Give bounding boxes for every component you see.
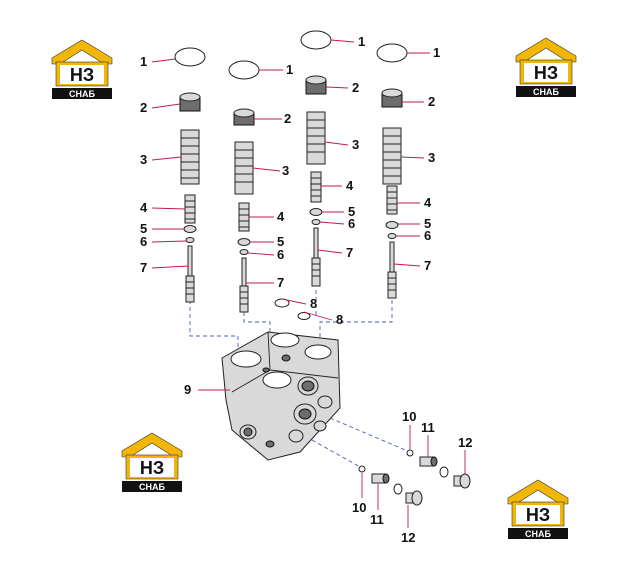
spring-part-3 (382, 127, 402, 185)
plug-part-11 (419, 456, 438, 467)
washer-part-5 (309, 208, 323, 216)
callout-8: 8 (310, 296, 317, 311)
callout-3: 3 (428, 150, 435, 165)
callout-1: 1 (286, 62, 293, 77)
seal-part-2 (381, 88, 403, 108)
callout-7: 7 (277, 275, 284, 290)
small-spring-part-4 (238, 202, 250, 232)
callout-5: 5 (424, 216, 431, 231)
o-ring-part-1 (228, 60, 260, 80)
callout-7: 7 (140, 260, 147, 275)
small-spring-part-4 (184, 194, 196, 224)
callout-1: 1 (433, 45, 440, 60)
callout-5: 5 (277, 234, 284, 249)
callout-3: 3 (352, 137, 359, 152)
callout-2: 2 (352, 80, 359, 95)
ring-part-6 (387, 233, 397, 239)
callout-6: 6 (140, 234, 147, 249)
callout-6: 6 (424, 228, 431, 243)
spring-part-3 (234, 141, 254, 195)
callout-3: 3 (282, 163, 289, 178)
callout-4: 4 (277, 209, 285, 224)
logo-top-text: НЗ (140, 458, 164, 478)
spring-part-3 (306, 111, 326, 165)
logo-top-text: НЗ (534, 63, 558, 83)
leader-lines (151, 39, 466, 528)
fittings-upper (406, 449, 471, 489)
o-ring-part-1 (376, 43, 408, 63)
seal-part-2 (305, 75, 327, 95)
callout-11: 11 (370, 512, 384, 527)
ring-part-6 (311, 219, 321, 225)
spool-part-7 (387, 241, 397, 299)
ring-part-6 (185, 237, 195, 243)
callout-4: 4 (424, 195, 432, 210)
callout-11: 11 (421, 420, 435, 435)
callout-1: 1 (358, 34, 365, 49)
callout-5: 5 (140, 221, 147, 236)
spool-part-7 (239, 257, 249, 313)
valve-body-part-9 (221, 331, 341, 461)
logo-bottom-text: СНАБ (139, 482, 165, 492)
callout-9: 9 (184, 382, 191, 397)
spring-part-3 (180, 129, 200, 185)
callout-numbers: 1 2 3 4 5 6 7 1 2 3 4 5 6 7 1 2 3 4 5 6 … (140, 34, 472, 545)
callout-5: 5 (348, 204, 355, 219)
cap-part-12 (405, 490, 423, 506)
callout-3: 3 (140, 152, 147, 167)
spool-part-7 (185, 245, 195, 303)
spool-part-7 (311, 227, 321, 287)
o-ring-part-1 (300, 30, 332, 50)
small-spring-part-4 (310, 171, 322, 203)
assembly-guide-lines (189, 290, 411, 469)
washer-part-5 (183, 225, 197, 233)
logo-bottom-text: СНАБ (69, 89, 95, 99)
logo-bottom-text: СНАБ (525, 529, 551, 539)
seal-part-2 (233, 108, 255, 126)
callout-12: 12 (401, 530, 415, 545)
ball-part-10 (406, 449, 414, 457)
callout-7: 7 (346, 245, 353, 260)
seal-part-2 (179, 92, 201, 112)
small-spring-part-4 (386, 185, 398, 215)
plug-part-11 (371, 473, 390, 484)
logo-top-text: НЗ (70, 65, 94, 85)
fittings-lower (358, 465, 423, 506)
o-rings-part-8 (274, 298, 311, 320)
ball-part-10 (358, 465, 366, 473)
callout-6: 6 (348, 216, 355, 231)
callout-10: 10 (352, 500, 366, 515)
logo-top-text: НЗ (526, 505, 550, 525)
callout-12: 12 (458, 435, 472, 450)
callout-4: 4 (346, 178, 354, 193)
callout-10: 10 (402, 409, 416, 424)
callout-1: 1 (140, 54, 147, 69)
callout-7: 7 (424, 258, 431, 273)
cap-part-12 (453, 473, 471, 489)
o-ring-part-1 (174, 47, 206, 67)
logo-bottom-left: НЗ СНАБ (121, 432, 183, 492)
callout-2: 2 (140, 100, 147, 115)
logo-bottom-text: СНАБ (533, 87, 559, 97)
callout-4: 4 (140, 200, 148, 215)
logo-top-right: НЗ СНАБ (515, 37, 577, 97)
washer-part-5 (385, 221, 399, 229)
logo-top-left: НЗ СНАБ (51, 39, 113, 99)
stack-4 (376, 43, 408, 299)
washer-part-5 (237, 238, 251, 246)
stack-3 (300, 30, 332, 287)
ring-part-6 (239, 249, 249, 255)
callout-8: 8 (336, 312, 343, 327)
callout-2: 2 (284, 111, 291, 126)
callout-6: 6 (277, 247, 284, 262)
logo-bottom-right: НЗ СНАБ (507, 479, 569, 539)
stack-1 (174, 47, 206, 303)
callout-2: 2 (428, 94, 435, 109)
stack-2 (228, 60, 260, 313)
